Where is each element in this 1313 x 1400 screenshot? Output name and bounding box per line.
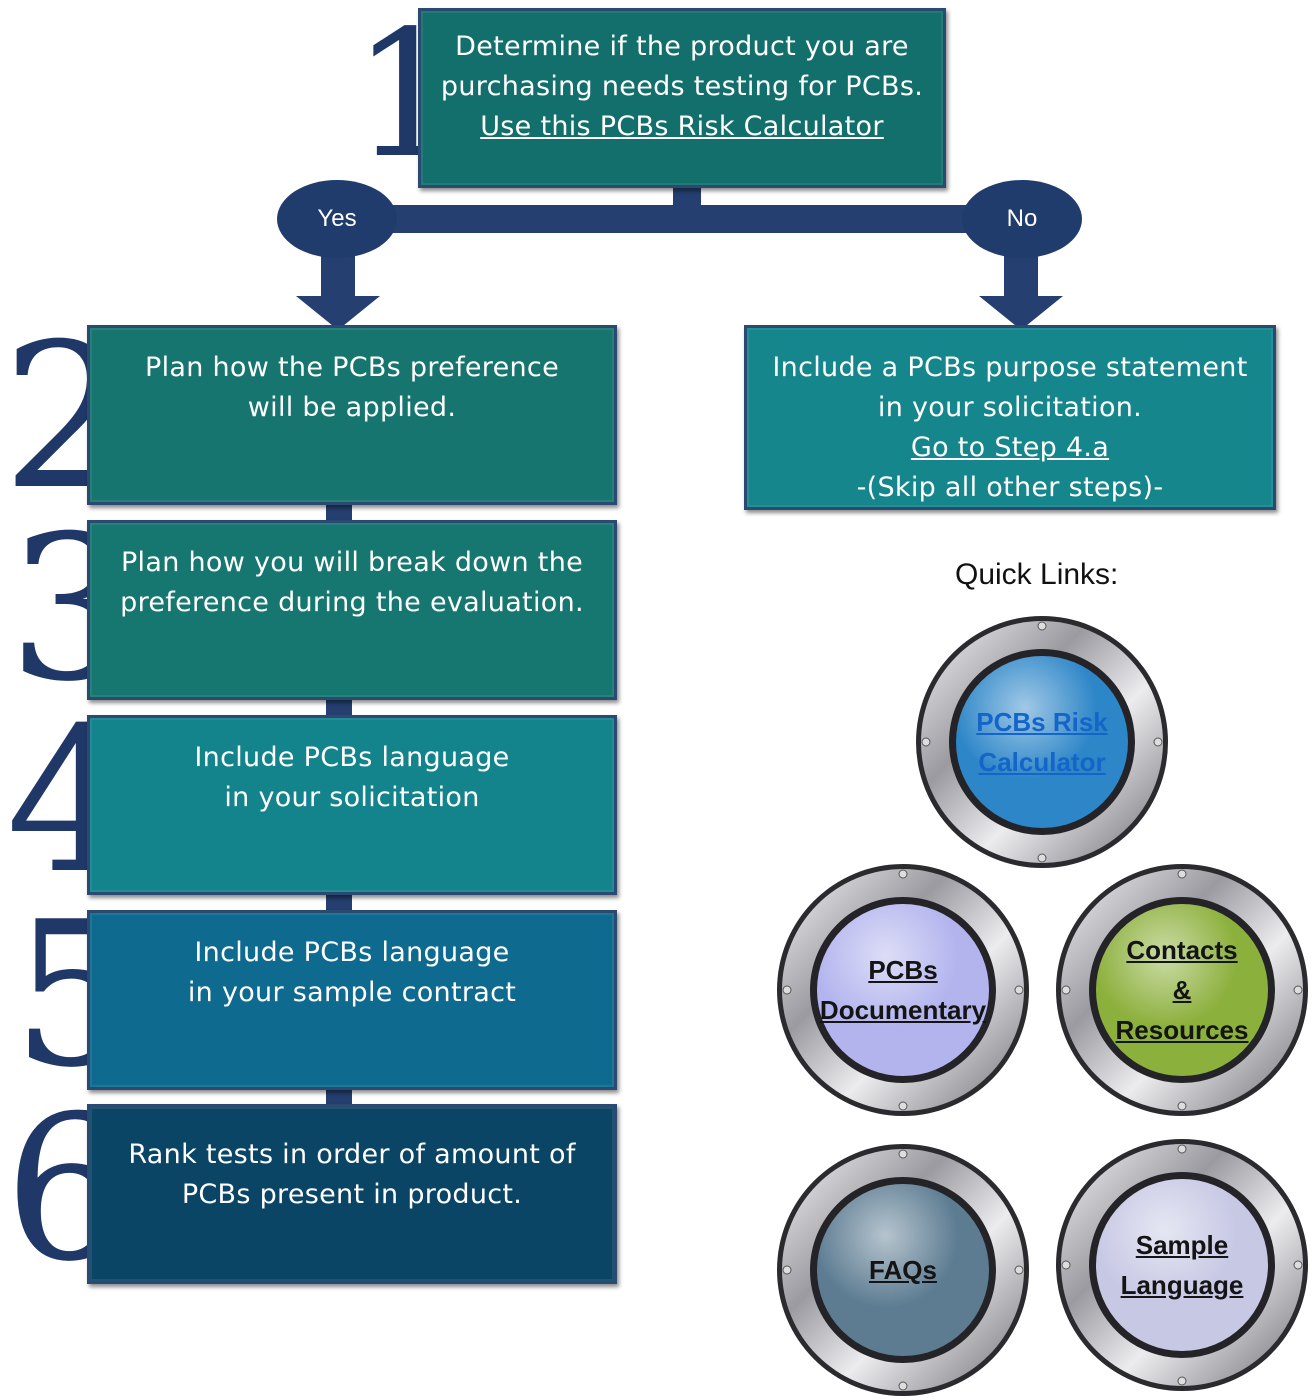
- porthole-frame-icon: [916, 616, 1168, 868]
- step-5-box: Include PCBs language in your sample con…: [87, 910, 617, 1090]
- contacts-label-3[interactable]: Resources: [1115, 1015, 1249, 1045]
- contacts-label-2[interactable]: &: [1172, 975, 1192, 1005]
- step-6-box: Rank tests in order of amount of PCBs pr…: [87, 1104, 617, 1284]
- step-2-box: Plan how the PCBs preference will be app…: [87, 325, 617, 505]
- step-1-text: Determine if the product you are purchas…: [440, 31, 924, 102]
- risk-calculator-link[interactable]: Use this PCBs Risk Calculator: [480, 111, 884, 142]
- contacts-label-1[interactable]: Contacts: [1126, 935, 1238, 965]
- quick-link-faqs[interactable]: FAQs: [773, 1140, 1033, 1400]
- quick-link-risk-calculator[interactable]: PCBs Risk Calculator: [912, 612, 1172, 872]
- step-4a-link[interactable]: Go to Step 4.a: [910, 432, 1110, 463]
- porthole-frame-icon: [777, 864, 1029, 1116]
- connector-4-5: [326, 892, 352, 914]
- yes-oval: Yes: [277, 180, 397, 258]
- porthole-frame-icon: [1056, 864, 1308, 1116]
- step-2-text: Plan how the PCBs preference will be app…: [145, 352, 559, 423]
- quick-link-contacts-resources[interactable]: Contacts & Resources: [1052, 860, 1312, 1120]
- no-oval: No: [962, 180, 1082, 258]
- quick-links-title: Quick Links:: [955, 558, 1119, 591]
- yes-label: Yes: [317, 205, 357, 232]
- documentary-label-1[interactable]: PCBs: [868, 955, 938, 985]
- step-6-text: Rank tests in order of amount of PCBs pr…: [128, 1139, 576, 1210]
- no-label: No: [1006, 205, 1038, 232]
- no-branch-text: Include a PCBs purpose statement in your…: [772, 352, 1248, 423]
- sample-language-label-2[interactable]: Language: [1120, 1270, 1244, 1300]
- porthole-frame-icon: [1056, 1139, 1308, 1391]
- risk-calculator-label-1[interactable]: PCBs Risk: [976, 707, 1108, 737]
- step-3-box: Plan how you will break down the prefere…: [87, 520, 617, 700]
- risk-calculator-label-2[interactable]: Calculator: [978, 747, 1106, 777]
- connector-5-6: [326, 1087, 352, 1109]
- step-4-box: Include PCBs language in your solicitati…: [87, 715, 617, 895]
- porthole-frame-icon: [777, 1144, 1029, 1396]
- step-1-box: Determine if the product you are purchas…: [418, 8, 946, 188]
- step-4-text: Include PCBs language in your solicitati…: [194, 742, 510, 813]
- quick-link-sample-language[interactable]: Sample Language: [1052, 1135, 1312, 1395]
- branch-bar: [360, 205, 1020, 233]
- step-3-text: Plan how you will break down the prefere…: [120, 547, 584, 618]
- no-arrow-head: [979, 296, 1063, 330]
- yes-arrow-head: [296, 296, 380, 330]
- skip-note: -(Skip all other steps)-: [856, 472, 1164, 503]
- documentary-label-2[interactable]: Documentary: [819, 995, 987, 1025]
- sample-language-label-1[interactable]: Sample: [1135, 1230, 1229, 1260]
- connector-step1-down: [673, 186, 701, 208]
- faqs-label[interactable]: FAQs: [869, 1255, 937, 1285]
- quick-link-documentary[interactable]: PCBs Documentary: [773, 860, 1033, 1120]
- step-5-text: Include PCBs language in your sample con…: [187, 937, 517, 1008]
- connector-3-4: [326, 698, 352, 720]
- connector-2-3: [326, 503, 352, 525]
- no-branch-box: Include a PCBs purpose statement in your…: [744, 325, 1276, 510]
